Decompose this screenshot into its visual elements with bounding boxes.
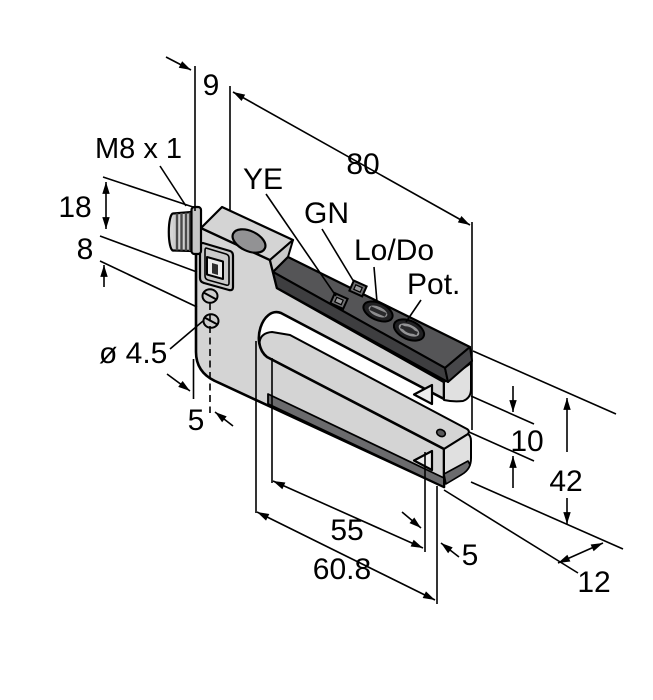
m8-connector [167,205,203,256]
arrow-5-left-b [214,411,234,427]
leader-ye [265,193,337,297]
head-oval-opening [231,228,267,254]
connector-recess-inner-line [204,247,230,287]
leader-hole-diameter [169,320,204,350]
connector-socket-pin [212,263,218,275]
ext-line-18-bottom [99,235,198,273]
arrow-9 [165,56,192,71]
leader-pot [405,299,422,323]
lower-arm-dark-strip [267,393,445,488]
ext-line-42-top [472,350,617,415]
part-label-ye: YE [243,163,283,196]
sensitivity-potentiometer [392,318,426,342]
light-dark-switch-pot [362,300,394,323]
dim-label-42: 42 [549,465,582,498]
lower-arm-end-strip [443,460,471,485]
arrow-5-right-b [440,542,460,558]
ext-line-18-top [102,176,194,208]
dim-label-60-8: 60.8 [313,553,371,586]
dim-label-hole-diameter: ø 4.5 [99,337,167,370]
arrow-5-right-a [401,511,422,529]
dim-label-80: 80 [346,148,379,181]
dim-label-9: 9 [203,69,220,102]
led-green-indicator [348,279,368,298]
beam-triangle-lower [412,449,434,472]
mounting-screw-lower [202,313,220,329]
dim-label-5-left: 5 [188,404,205,437]
leader-gn [321,228,355,283]
beam-triangle-upper [412,383,434,406]
dim-label-18: 18 [58,191,91,224]
mounting-screw-upper [201,288,219,304]
led-yellow-indicator [329,291,349,311]
part-label-m8: M8 x 1 [95,133,182,165]
ext-line-8 [99,260,198,308]
beam-aperture-dot [435,428,447,438]
dim-line-60-8 [256,511,436,601]
part-label-gn: GN [304,197,349,230]
part-label-pot: Pot. [407,268,460,301]
upper-arm-end-face [443,362,472,403]
dim-label-5-right: 5 [462,539,479,572]
arrow-5-left-a [166,373,191,392]
leader-m8 [159,165,187,207]
ext-line-10-top [470,395,535,425]
dim-label-55: 55 [330,514,363,547]
ext-line-12-front [443,489,579,574]
dim-label-10: 10 [510,425,543,458]
leader-lodo [373,266,378,303]
ext-line-10-bottom [468,431,535,462]
ext-line-42-bottom [470,481,624,550]
dim-line-80 [232,91,471,226]
dim-line-12 [557,542,604,564]
dim-label-12: 12 [577,566,610,599]
part-label-lodo: Lo/Do [354,234,434,267]
dim-label-8: 8 [77,233,94,266]
